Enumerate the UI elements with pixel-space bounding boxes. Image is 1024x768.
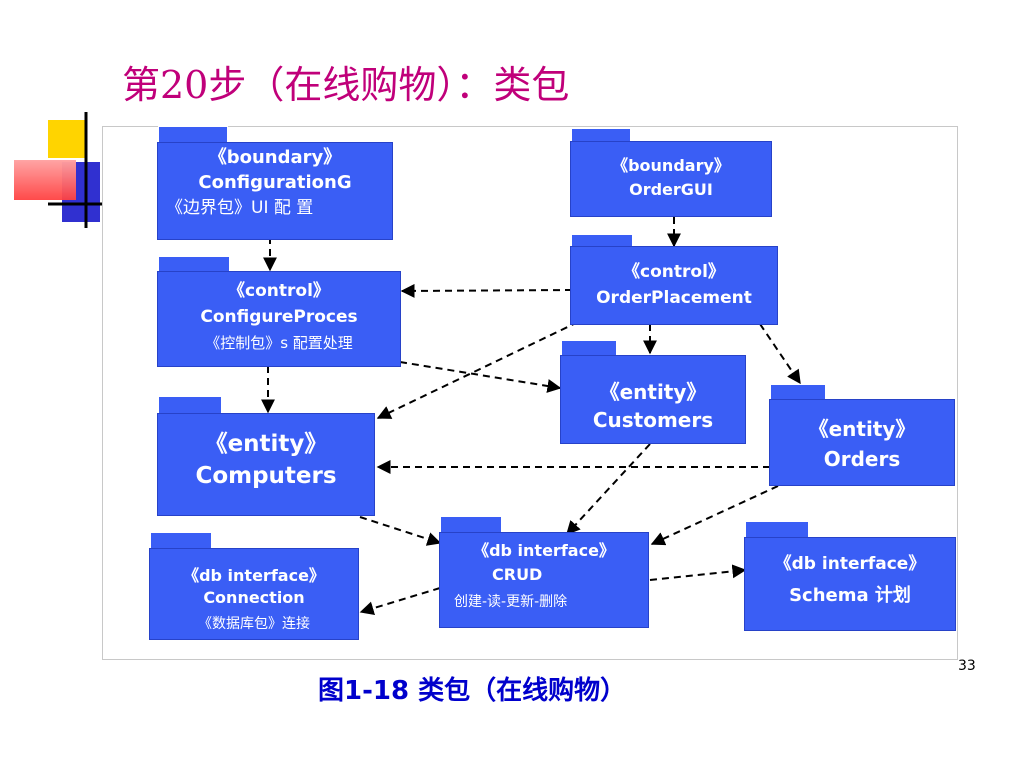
- package-body: 《db interface》 CRUD 创建-读-更新-删除: [440, 533, 648, 627]
- package-body: 《boundary》 ConfigurationG 《边界包》UI 配 置: [158, 143, 392, 239]
- package-name: Customers: [592, 408, 714, 432]
- package-body: 《entity》 Orders: [770, 400, 954, 485]
- package-db-crud: 《db interface》 CRUD 创建-读-更新-删除: [440, 516, 650, 628]
- package-body: 《boundary》 OrderGUI: [571, 142, 771, 216]
- package-db-connection: 《db interface》 Connection 《数据库包》连接: [150, 532, 360, 640]
- package-stereotype: 《control》: [228, 281, 330, 301]
- package-stereotype: 《db interface》: [774, 554, 926, 574]
- arrow-control-order-to-entity-computers: [376, 321, 579, 419]
- package-stereotype: 《entity》: [808, 417, 916, 441]
- package-stereotype: 《db interface》: [473, 541, 615, 560]
- package-body: 《entity》 Customers: [561, 356, 745, 443]
- package-tab: [440, 516, 502, 533]
- package-name: OrderGUI: [629, 180, 713, 199]
- page-title: 第20步（在线购物）：类包: [122, 63, 570, 107]
- package-tab: [770, 384, 826, 400]
- page-number: 33: [958, 658, 976, 674]
- package-name: Orders: [823, 447, 901, 471]
- package-db-schema: 《db interface》 Schema 计划: [745, 521, 957, 631]
- package-stereotype: 《boundary》: [612, 156, 730, 175]
- package-body: 《control》 ConfigureProces 《控制包》s 配置处理: [158, 272, 400, 366]
- package-name: CRUD: [492, 565, 543, 584]
- arrow-control-order-to-entity-orders: [759, 323, 801, 385]
- package-boundary-config: 《boundary》 ConfigurationG 《边界包》UI 配 置: [158, 126, 394, 239]
- package-stereotype: 《db interface》: [183, 566, 325, 585]
- package-entity-customers: 《entity》 Customers: [561, 340, 747, 444]
- package-stereotype: 《control》: [623, 262, 725, 282]
- package-name: ConfigurationG: [198, 172, 352, 193]
- package-stereotype: 《entity》: [599, 380, 707, 404]
- arrow-entity-customers-to-db-crud: [566, 443, 651, 536]
- arrow-control-order-to-control-config: [400, 283, 573, 298]
- figure-caption: 图1-18 类包（在线购物）: [318, 676, 627, 706]
- package-tab: [158, 396, 222, 414]
- package-name: Computers: [195, 463, 337, 489]
- package-name: Schema 计划: [789, 585, 911, 606]
- arrow-entity-computers-to-db-crud: [359, 516, 442, 546]
- package-entity-computers: 《entity》 Computers: [158, 396, 376, 516]
- package-tab: [158, 256, 230, 272]
- package-control-order: 《control》 OrderPlacement: [571, 234, 779, 326]
- package-stereotype: 《boundary》: [208, 147, 342, 168]
- arrow-db-crud-to-db-connection: [359, 587, 441, 616]
- package-tab: [561, 340, 617, 356]
- decorative-logo: [14, 112, 104, 228]
- package-name: OrderPlacement: [596, 288, 752, 308]
- package-note: 《控制包》s 配置处理: [205, 334, 353, 352]
- package-tab: [150, 532, 212, 549]
- package-tab: [571, 128, 631, 142]
- arrow-db-crud-to-db-schema: [649, 564, 747, 581]
- package-entity-orders: 《entity》 Orders: [770, 384, 956, 486]
- package-note: 《边界包》UI 配 置: [166, 198, 314, 218]
- package-body: 《db interface》 Schema 计划: [745, 538, 955, 630]
- package-tab: [571, 234, 633, 247]
- package-body: 《control》 OrderPlacement: [571, 247, 777, 324]
- package-control-config: 《control》 ConfigureProces 《控制包》s 配置处理: [158, 256, 402, 368]
- package-stereotype: 《entity》: [204, 431, 328, 457]
- package-body: 《db interface》 Connection 《数据库包》连接: [150, 549, 358, 639]
- package-boundary-order: 《boundary》 OrderGUI: [571, 128, 773, 218]
- package-body: 《entity》 Computers: [158, 414, 374, 515]
- arrow-control-config-to-entity-customers: [399, 361, 562, 393]
- package-tab: [745, 521, 809, 538]
- package-note: 创建-读-更新-删除: [454, 594, 568, 610]
- package-name: Connection: [203, 588, 305, 607]
- package-name: ConfigureProces: [200, 307, 358, 327]
- package-tab: [158, 126, 228, 143]
- package-note: 《数据库包》连接: [198, 616, 310, 632]
